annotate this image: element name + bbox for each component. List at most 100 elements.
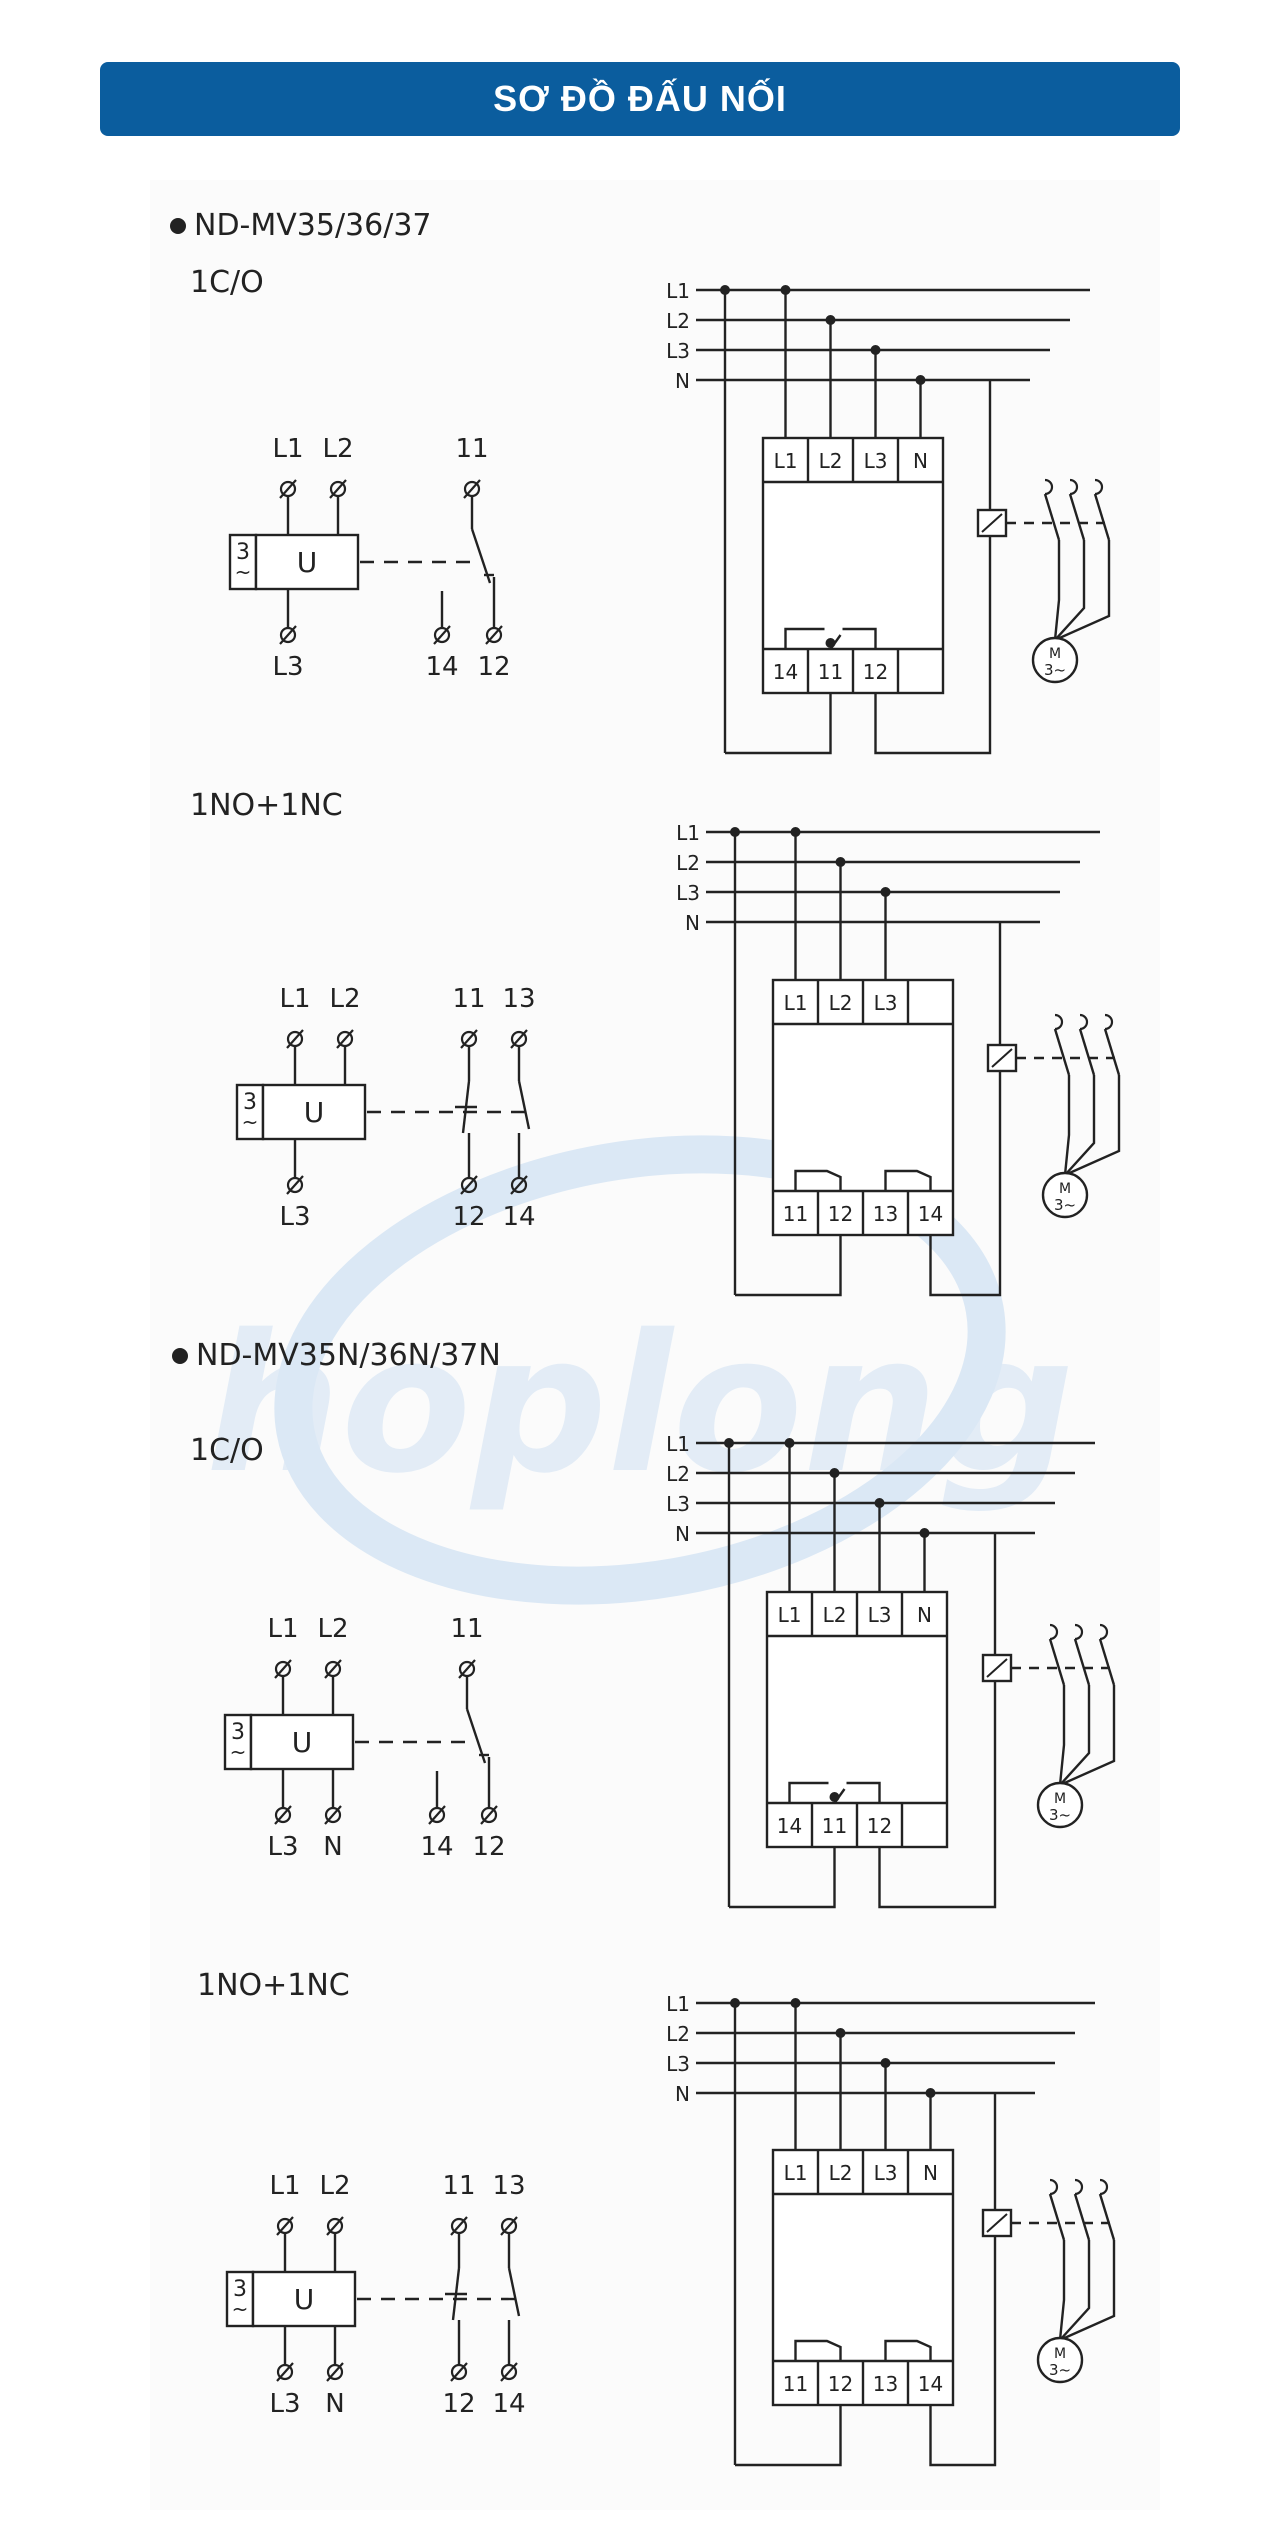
- line-label-l1: L1: [666, 1992, 690, 2016]
- motor-symbol: [1036, 2336, 1084, 2384]
- device-terminal-top: N: [913, 449, 928, 473]
- device-terminal-top: L1: [774, 449, 798, 473]
- motor-label-phase: 3~: [1049, 1806, 1071, 1824]
- device-terminal-top: L1: [784, 991, 808, 1015]
- terminal-slash: [276, 2216, 294, 2236]
- device-terminal-top: L1: [784, 2161, 808, 2185]
- return-wire: [735, 1235, 842, 1297]
- contact-arc: [1044, 478, 1054, 496]
- line-label-l2: L2: [676, 851, 700, 875]
- unit-label: U: [297, 546, 318, 579]
- line-label-l2: L2: [666, 1462, 690, 1486]
- main-contact: [1073, 1638, 1091, 1686]
- terminal-label-l3: L3: [269, 2389, 300, 2419]
- terminal-slash: [276, 2362, 294, 2382]
- main-contact: [1053, 1028, 1071, 1076]
- terminal-symbol: [324, 1806, 342, 1824]
- terminal-symbol: [326, 2363, 344, 2381]
- sensor-mark-3: 3: [236, 540, 250, 565]
- line-label-l3: L3: [676, 881, 700, 905]
- terminal-symbol: [500, 2363, 518, 2381]
- contact-arc: [1054, 1013, 1064, 1031]
- header-title: SƠ ĐỒ ĐẤU NỐI: [493, 78, 787, 119]
- line-label-l3: L3: [666, 2052, 690, 2076]
- line-label-l1: L1: [666, 279, 690, 303]
- terminal-slash: [428, 1805, 446, 1825]
- contact-label: 14: [425, 652, 458, 682]
- watermark-swoosh: [274, 1135, 1006, 1605]
- main-contact: [1098, 1638, 1116, 1686]
- junction-dot: [784, 1438, 795, 1448]
- junction-dot: [870, 345, 881, 355]
- terminal-label-l2: L2: [322, 434, 353, 464]
- device-terminal-bottom: 11: [783, 1202, 808, 1226]
- terminal-label-l1: L1: [272, 434, 303, 464]
- contact-blade: [507, 2267, 521, 2317]
- contact-label: 12: [477, 652, 510, 682]
- line-label-n: N: [675, 2082, 690, 2106]
- terminal-symbol: [450, 2217, 468, 2235]
- junction-dot: [925, 2088, 936, 2098]
- device-terminal-bottom: 13: [873, 1202, 898, 1226]
- internal-contact-nc: [794, 1169, 842, 1191]
- device-terminal-top: L2: [829, 2161, 853, 2185]
- diagram-title: 1NO+1NC: [197, 1968, 350, 2003]
- terminal-label-n: N: [323, 1832, 342, 1862]
- section-model: ND-MV35N/36N/37N: [196, 1338, 501, 1373]
- terminal-slash: [450, 2216, 468, 2236]
- terminal-slash: [329, 479, 347, 499]
- terminal-symbol: [274, 1660, 292, 1678]
- sensor-mark-tilde: ~: [242, 1110, 259, 1134]
- terminal-slash: [274, 1805, 292, 1825]
- terminal-slash: [500, 2362, 518, 2382]
- unit-box: [249, 1713, 355, 1771]
- terminal-label-l1: L1: [267, 1614, 298, 1644]
- line-label-l3: L3: [666, 339, 690, 363]
- internal-contact-no: [884, 1169, 932, 1191]
- diagram-title: 1C/O: [190, 1433, 264, 1468]
- unit-box: [254, 533, 360, 591]
- terminal-label-l1: L1: [279, 984, 310, 1014]
- motor-label-m: M: [1054, 1791, 1066, 1807]
- device-terminal-bottom: 12: [828, 1202, 853, 1226]
- contact-arc: [1079, 1013, 1089, 1031]
- device-terminal-top: L1: [778, 1603, 802, 1627]
- contact-label: 12: [452, 1202, 485, 1232]
- terminal-label-l2: L2: [319, 2171, 350, 2201]
- terminal-symbol: [480, 1806, 498, 1824]
- terminal-symbol: [276, 2363, 294, 2381]
- motor-label-m: M: [1054, 2346, 1066, 2362]
- device-terminal-top: L3: [874, 2161, 898, 2185]
- unit-box: [251, 2270, 357, 2328]
- junction-dot: [829, 1792, 840, 1802]
- motor-label-phase: 3~: [1054, 1196, 1076, 1214]
- terminal-symbol: [279, 626, 297, 644]
- diagram-title: 1NO+1NC: [190, 788, 343, 823]
- sensor-mark-box: [223, 1713, 253, 1771]
- terminal-slash: [324, 1659, 342, 1679]
- internal-contact: [846, 1781, 881, 1803]
- terminal-slash: [433, 625, 451, 645]
- junction-dot: [829, 1468, 840, 1478]
- main-contact: [1048, 1638, 1066, 1686]
- internal-contact: [784, 627, 825, 649]
- motor-label-phase: 3~: [1049, 2361, 1071, 2379]
- contact-label-11: 11: [455, 434, 488, 464]
- device-terminal-top: L2: [819, 449, 843, 473]
- unit-label: U: [294, 2283, 315, 2316]
- terminal-slash: [279, 625, 297, 645]
- terminal-symbol: [510, 1030, 528, 1048]
- motor-lead: [1059, 2240, 1091, 2341]
- motor-lead: [1063, 1075, 1071, 1176]
- contact-arc: [1104, 1013, 1114, 1031]
- terminal-slash: [460, 1029, 478, 1049]
- contact-label: 11: [452, 984, 485, 1014]
- coil-return: [874, 380, 992, 755]
- motor-symbol: [1036, 1781, 1084, 1829]
- device-terminal-top: N: [923, 2161, 938, 2185]
- main-contact: [1073, 2193, 1091, 2241]
- terminal-slash: [458, 1659, 476, 1679]
- contact-label: 14: [502, 1202, 535, 1232]
- terminal-symbol: [463, 480, 481, 498]
- motor-lead: [1058, 2240, 1066, 2341]
